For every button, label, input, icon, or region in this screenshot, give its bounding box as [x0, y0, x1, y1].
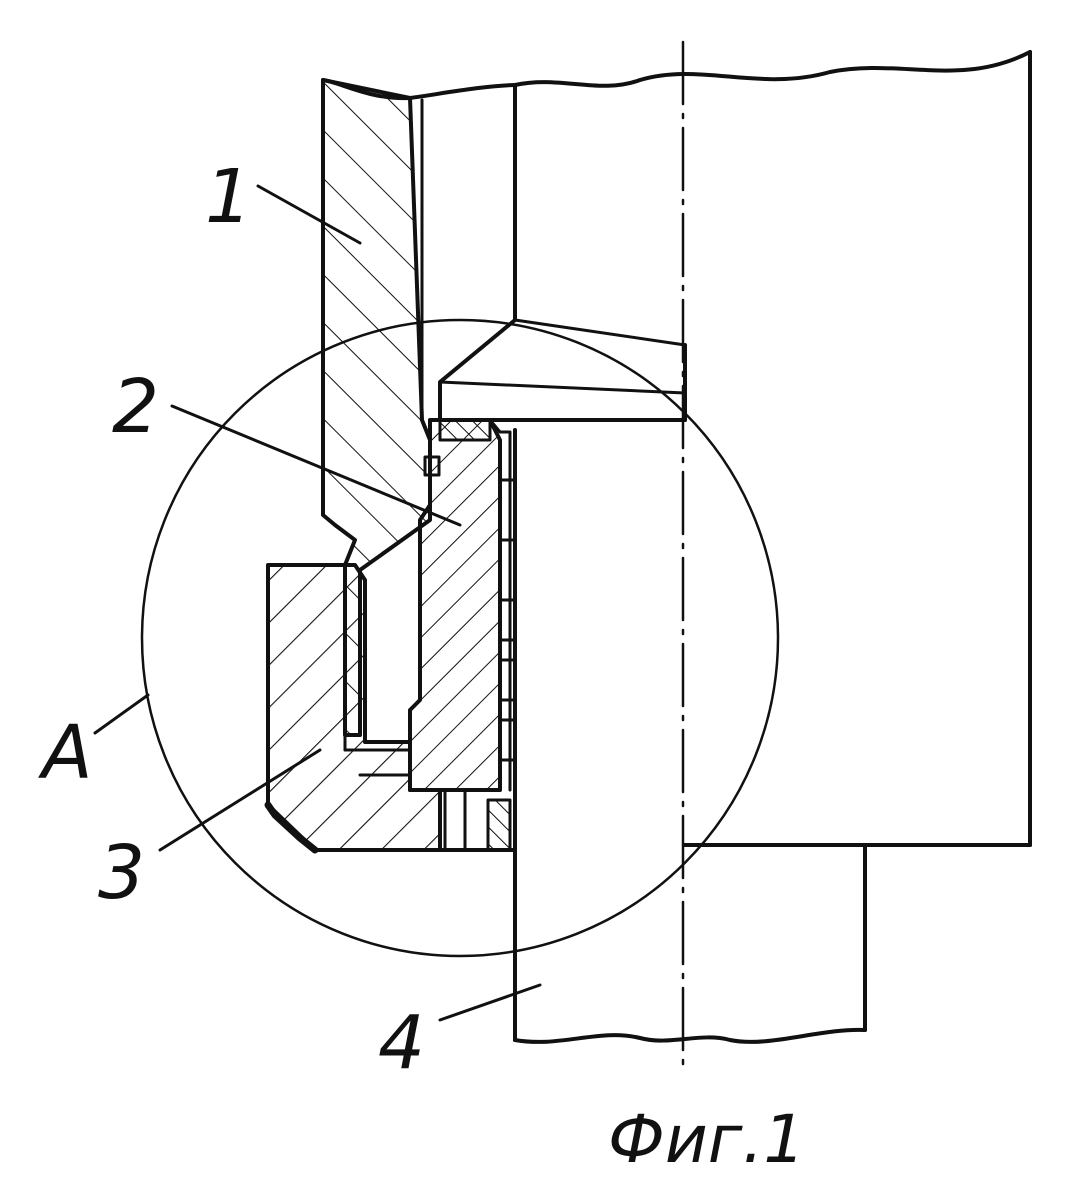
leader-a [95, 695, 148, 733]
leader-4 [440, 985, 540, 1020]
part-2-bushing [410, 420, 515, 790]
label-part-4: 4 [378, 1000, 425, 1086]
part-4-pin [515, 430, 865, 1042]
shaft-body [440, 52, 1030, 845]
label-part-1: 1 [205, 154, 252, 240]
label-part-3: 3 [98, 830, 145, 916]
figure-caption: Фиг.1 [608, 1101, 805, 1178]
label-detail-a: A [38, 710, 93, 796]
label-part-2: 2 [112, 364, 159, 450]
